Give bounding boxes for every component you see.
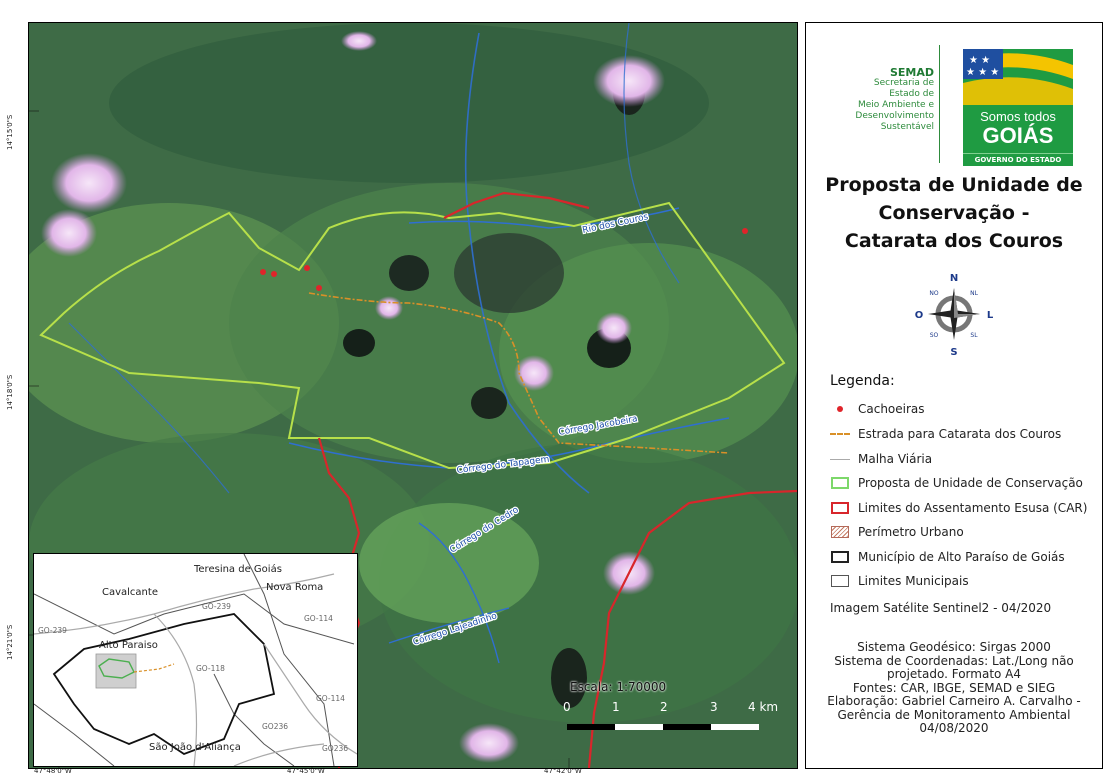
agency-block: SEMAD Secretaria de Estado de Meio Ambie… — [806, 67, 934, 133]
map-title: Proposta de Unidade de Conservação - Cat… — [806, 171, 1102, 255]
legend-item-perimetro: Perímetro Urbano — [830, 524, 964, 540]
legend-red-box-icon — [830, 501, 850, 515]
goias-flag-icon: ★ ★ ★ ★ ★ — [963, 49, 1073, 105]
agency-line-2: Estado de — [889, 89, 934, 99]
legend-label: Cachoeiras — [858, 402, 925, 416]
legend-green-box-icon — [830, 476, 850, 490]
legend-label: Limites Municipais — [858, 574, 969, 588]
legend-label: Estrada para Catarata dos Couros — [858, 427, 1062, 441]
legend-label: Município de Alto Paraíso de Goiás — [858, 550, 1065, 564]
compass-ne: NL — [970, 290, 978, 297]
lat-label-2: 14°18'0"S — [6, 374, 14, 410]
legend-black-box-icon — [830, 550, 850, 564]
legend-item-malha-viaria: Malha Viária — [830, 451, 932, 467]
inset-label-teresina: Teresina de Goiás — [194, 564, 282, 575]
credits-line-3: projetado. Formato A4 — [886, 667, 1022, 681]
divider-line — [939, 45, 940, 163]
lon-label-1: 47°48'0"W — [34, 767, 72, 775]
scale-tick-3: 3 — [710, 700, 718, 714]
map-info-panel: SEMAD Secretaria de Estado de Meio Ambie… — [805, 22, 1103, 769]
legend-label: Malha Viária — [858, 452, 933, 466]
map-title-line-1: Proposta de Unidade de — [825, 174, 1083, 196]
inset-label-sao-joao: São João d'Aliança — [149, 742, 241, 753]
credits-block: Sistema Geodésico: Sirgas 2000 Sistema d… — [806, 640, 1102, 736]
logo-text: Somos todos GOIÁS — [963, 105, 1073, 153]
scale-bar: Escala: 1:70000 0 1 2 3 4 km — [540, 680, 790, 740]
inset-label-nova-roma: Nova Roma — [266, 582, 324, 593]
credits-line-7: 04/08/2020 — [919, 721, 989, 735]
inset-road-go114-a: GO-114 — [304, 614, 333, 623]
legend-item-assentamento: Limites do Assentamento Esusa (CAR) — [830, 500, 1087, 516]
credits-line-5: Elaboração: Gabriel Carneiro A. Carvalho… — [827, 694, 1081, 708]
inset-road-go118: GO-118 — [196, 664, 225, 673]
lon-label-2: 47°45'0"W — [287, 767, 325, 775]
imagery-source: Imagem Satélite Sentinel2 - 04/2020 — [830, 601, 1052, 615]
legend-label: Limites do Assentamento Esusa (CAR) — [858, 501, 1088, 515]
scale-tick-4: 4 km — [748, 700, 779, 714]
lat-label-1: 14°15'0"S — [6, 114, 14, 150]
compass-se: SL — [970, 332, 978, 339]
scale-tick-2: 2 — [660, 700, 668, 714]
compass-sw: SO — [930, 332, 939, 339]
compass-e: L — [987, 310, 994, 321]
lon-label-3: 47°42'0"W — [544, 767, 582, 775]
compass-w: O — [915, 310, 924, 321]
logo-text-line2: GOIÁS — [982, 123, 1054, 148]
compass-nw: NO — [929, 290, 938, 297]
map-title-line-3: Catarata dos Couros — [844, 230, 1064, 252]
inset-road-go114-b: GO-114 — [316, 694, 345, 703]
inset-label-cavalcante: Cavalcante — [102, 587, 158, 598]
agency-line-3: Meio Ambiente e — [857, 100, 934, 110]
legend-dot-icon — [830, 402, 850, 416]
credits-line-6: Gerência de Monitoramento Ambiental — [837, 707, 1071, 722]
agency-line-1: Secretaria de — [873, 78, 934, 88]
scale-bar-graphic — [567, 724, 759, 730]
agency-line-4: Desenvolvimento — [855, 111, 934, 121]
legend-label: Proposta de Unidade de Conservação — [858, 476, 1083, 490]
goias-logo: ★ ★ ★ ★ ★ Somos todos GOIÁS GOVERNO DO E… — [963, 49, 1073, 166]
satellite-map[interactable]: Rio dos Couros Córrego Jacobeira Córrego… — [28, 22, 798, 769]
legend-title: Legenda: — [830, 373, 895, 389]
scale-label: Escala: 1:70000 — [570, 680, 667, 694]
compass-s: S — [950, 347, 957, 357]
credits-line-4: Fontes: CAR, IBGE, SEMAD e SIEG — [852, 680, 1056, 695]
compass-rose-icon: N S L O NL NO SL SO — [915, 273, 994, 357]
credits-line-1: Sistema Geodésico: Sirgas 2000 — [857, 640, 1051, 654]
agency-line-5: Sustentável — [880, 122, 934, 132]
agency-name: SEMAD — [889, 66, 934, 79]
legend-item-proposta: Proposta de Unidade de Conservação — [830, 475, 1083, 491]
inset-road-go239-a: GO-239 — [38, 626, 67, 635]
logo-text-line1: Somos todos — [980, 109, 1056, 124]
logo-government: GOVERNO DO ESTADO — [963, 153, 1073, 166]
legend-gray-box-icon — [830, 574, 850, 588]
inset-locator-map[interactable]: Teresina de Goiás Cavalcante Nova Roma A… — [33, 553, 358, 767]
inset-road-go236-b: GO236 — [322, 744, 349, 753]
inset-road-go236-a: GO236 — [262, 722, 289, 731]
map-title-line-2: Conservação - — [878, 202, 1030, 224]
scale-tick-0: 0 — [563, 700, 571, 714]
legend-hatched-box-icon — [830, 525, 850, 539]
legend-item-cachoeiras: Cachoeiras — [830, 401, 925, 417]
svg-text:★ ★ ★: ★ ★ ★ — [966, 67, 999, 78]
inset-label-alto-paraiso: Alto Paraiso — [99, 640, 158, 651]
scale-tick-1: 1 — [612, 700, 620, 714]
legend-line-icon — [830, 452, 850, 466]
svg-text:★ ★: ★ ★ — [969, 55, 990, 66]
lat-label-3: 14°21'0"S — [6, 624, 14, 660]
inset-canvas — [34, 554, 357, 766]
compass-n: N — [950, 273, 958, 284]
legend-label: Perímetro Urbano — [858, 525, 964, 539]
credits-line-2: Sistema de Coordenadas: Lat./Long não — [834, 653, 1074, 668]
legend-item-municipio: Município de Alto Paraíso de Goiás — [830, 549, 1065, 565]
legend-item-limites: Limites Municipais — [830, 573, 969, 589]
legend-item-estrada: Estrada para Catarata dos Couros — [830, 426, 1061, 442]
inset-road-go239-b: GO-239 — [202, 602, 231, 611]
legend-dashed-line-icon — [830, 427, 850, 441]
